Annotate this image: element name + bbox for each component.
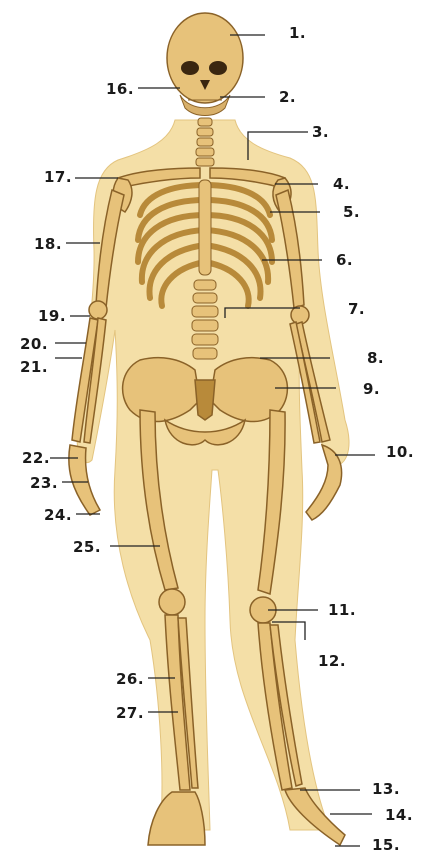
label-11: 11. <box>328 601 356 619</box>
label-15: 15. <box>372 836 400 854</box>
label-19: 19. <box>38 307 66 325</box>
label-4: 4. <box>333 175 350 193</box>
label-16: 16. <box>106 80 134 98</box>
label-8: 8. <box>367 349 384 367</box>
label-14: 14. <box>385 806 413 824</box>
label-1: 1. <box>289 24 306 42</box>
label-6: 6. <box>336 251 353 269</box>
label-7: 7. <box>348 300 365 318</box>
sternum <box>199 180 211 275</box>
label-10: 10. <box>386 443 414 461</box>
label-23: 23. <box>30 474 58 492</box>
label-5: 5. <box>343 203 360 221</box>
label-27: 27. <box>116 704 144 722</box>
skull <box>167 13 243 116</box>
label-9: 9. <box>363 380 380 398</box>
label-3: 3. <box>312 123 329 141</box>
label-21: 21. <box>20 358 48 376</box>
label-17: 17. <box>44 168 72 186</box>
label-13: 13. <box>372 780 400 798</box>
label-12: 12. <box>318 652 346 670</box>
label-24: 24. <box>44 506 72 524</box>
cervical-spine <box>196 118 214 166</box>
label-25: 25. <box>73 538 101 556</box>
label-18: 18. <box>34 235 62 253</box>
label-26: 26. <box>116 670 144 688</box>
label-22: 22. <box>22 449 50 467</box>
label-2: 2. <box>279 88 296 106</box>
label-20: 20. <box>20 335 48 353</box>
